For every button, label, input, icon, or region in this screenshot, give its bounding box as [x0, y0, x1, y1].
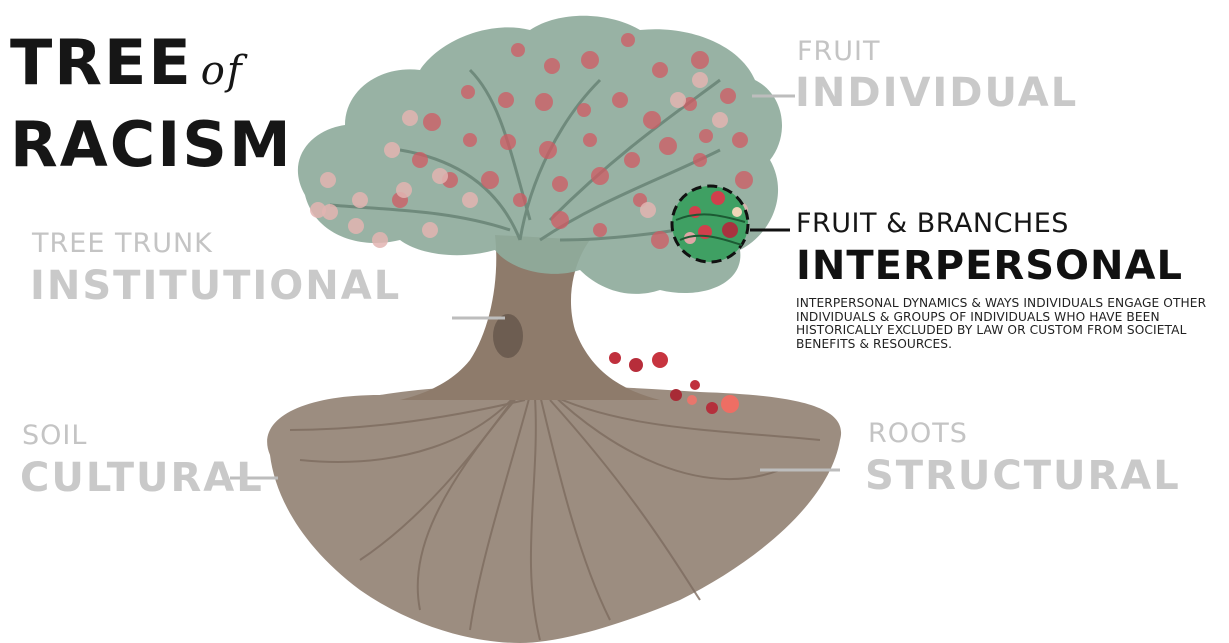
fruit-dot: [691, 51, 709, 69]
fruit-dot: [643, 111, 661, 129]
trunk-knot: [493, 314, 523, 358]
blossom-dot: [372, 232, 388, 248]
fruit-dot: [461, 85, 475, 99]
fruit-dot: [513, 193, 527, 207]
fruit-dot: [581, 51, 599, 69]
title-of: of: [201, 48, 244, 94]
fruit-dot: [693, 153, 707, 167]
branches-description: INTERPERSONAL DYNAMICS & WAYS INDIVIDUAL…: [796, 297, 1224, 351]
blossom-dot: [348, 218, 364, 234]
fruit-dot: [552, 176, 568, 192]
fruit-dot: [593, 223, 607, 237]
soil-mound: [267, 385, 841, 643]
blossom-dot: [320, 172, 336, 188]
trunk-small-label: TREE TRUNK: [32, 228, 213, 259]
blossom-dot: [462, 192, 478, 208]
blossom-dot: [712, 112, 728, 128]
fruit-big-label: INDIVIDUAL: [795, 70, 1078, 116]
blossom-dot: [352, 192, 368, 208]
fruit-dot: [500, 134, 516, 150]
trunk-big-label: INSTITUTIONAL: [30, 263, 401, 309]
blossom-dot: [310, 202, 326, 218]
blossom-dot: [402, 110, 418, 126]
fruit-dot: [732, 132, 748, 148]
roots-small-label: ROOTS: [868, 418, 968, 449]
title-tree: TREE: [10, 26, 193, 99]
fruit-dot: [621, 33, 635, 47]
soil-small-label: SOIL: [22, 420, 87, 451]
fruit-dot: [535, 93, 553, 111]
blossom-dot: [692, 72, 708, 88]
fruit-dot: [577, 103, 591, 117]
fruit-dot: [651, 231, 669, 249]
blossom-dot: [396, 182, 412, 198]
roots-big-label: STRUCTURAL: [865, 453, 1181, 499]
fruit-dot: [652, 62, 668, 78]
fruit-dot: [498, 92, 514, 108]
fruit-dot: [591, 167, 609, 185]
fruit-dot: [423, 113, 441, 131]
fruit-dot: [699, 129, 713, 143]
blossom-dot: [432, 168, 448, 184]
branches-small-label: FRUIT & BRANCHES: [796, 208, 1069, 239]
fruit-dot: [412, 152, 428, 168]
fruit-dot: [583, 133, 597, 147]
blossom-dot: [640, 202, 656, 218]
blossom-dot: [384, 142, 400, 158]
fruit-dot: [544, 58, 560, 74]
blossom-dot: [670, 92, 686, 108]
fruit-dot: [659, 137, 677, 155]
fruit-dot: [511, 43, 525, 57]
fruit-dot: [539, 141, 557, 159]
fruit-dot: [735, 171, 753, 189]
fruit-dot: [612, 92, 628, 108]
branches-big-label: INTERPERSONAL: [796, 243, 1183, 289]
fruit-dot: [551, 211, 569, 229]
blossom-dot: [422, 222, 438, 238]
fruit-dot: [624, 152, 640, 168]
fruit-dot: [463, 133, 477, 147]
interpersonal-highlight: [672, 186, 748, 262]
fruit-small-label: FRUIT: [797, 36, 881, 67]
title-racism: RACISM: [10, 112, 293, 178]
soil-big-label: CULTURAL: [20, 455, 264, 501]
fruit-dot: [720, 88, 736, 104]
fruit-dot: [481, 171, 499, 189]
